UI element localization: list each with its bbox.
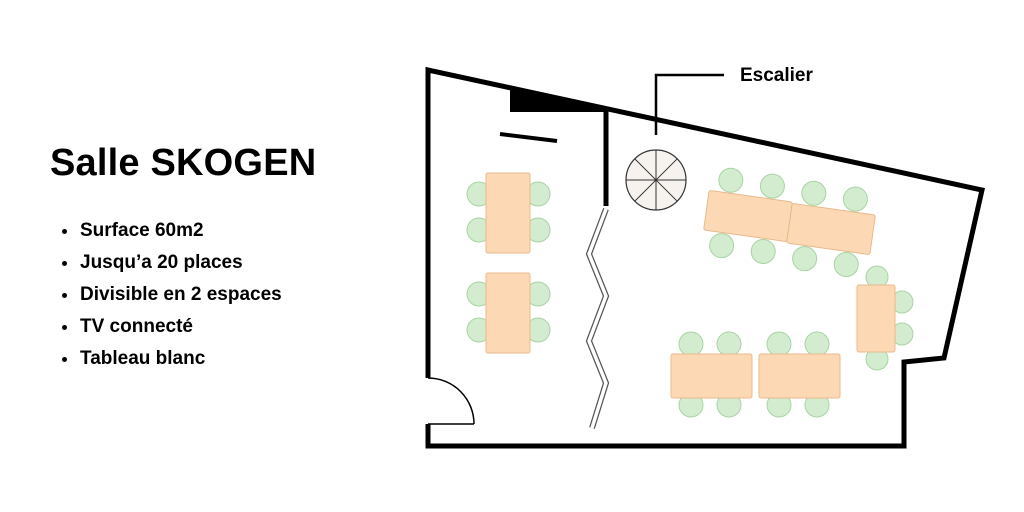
- feature-surface: Surface 60m2: [56, 218, 282, 250]
- table-group: [670, 331, 753, 418]
- folding-partition: [585, 207, 610, 429]
- table-group: [856, 265, 914, 371]
- table-group: [758, 331, 841, 418]
- feature-tv: TV connecté: [56, 314, 282, 346]
- tv-wall-block: [510, 88, 604, 112]
- stair-label: Escalier: [740, 65, 813, 86]
- page-title: Salle SKOGEN: [50, 142, 317, 184]
- table-group: [466, 172, 551, 254]
- outer-wall: [425, 66, 985, 449]
- table-group: [466, 272, 551, 354]
- door-swing: [427, 377, 475, 425]
- table-group: [703, 167, 793, 264]
- feature-whiteboard: Tableau blanc: [56, 346, 282, 378]
- feature-divisible: Divisible en 2 espaces: [56, 282, 282, 314]
- whiteboard: [499, 132, 558, 143]
- table-group: [786, 180, 876, 277]
- stair-leader-line: [654, 73, 724, 135]
- staircase: [625, 149, 687, 211]
- feature-list: Surface 60m2 Jusqu’a 20 places Divisible…: [56, 218, 282, 378]
- feature-capacity: Jusqu’a 20 places: [56, 250, 282, 282]
